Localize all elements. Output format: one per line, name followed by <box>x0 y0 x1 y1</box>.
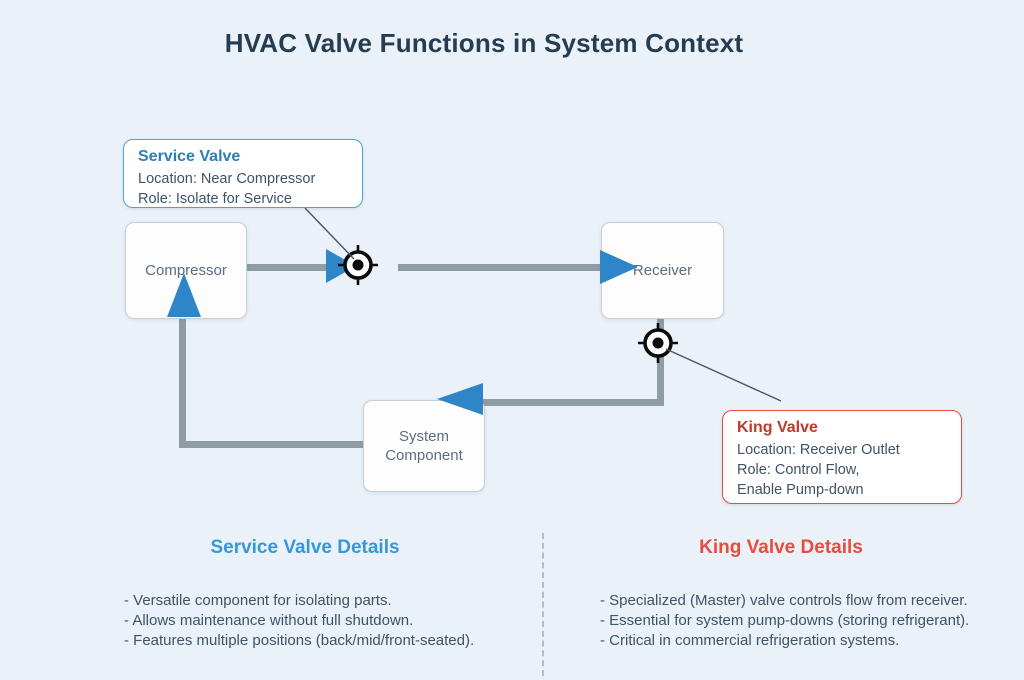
service-valve-details-list: - Versatile component for isolating part… <box>124 591 544 651</box>
service-valve-callout: Service Valve Location: Near Compressor … <box>123 139 363 208</box>
flow-arrow-into-compressor-icon <box>167 273 201 317</box>
king-detail-item: - Critical in commercial refrigeration s… <box>600 632 900 649</box>
pipe-system-component-return <box>179 441 365 448</box>
pipe-to-system-component <box>483 399 664 406</box>
king-valve-role: Role: Control Flow, <box>737 462 860 478</box>
flow-arrow-into-receiver-icon <box>600 250 638 284</box>
flow-arrow-into-system-component-icon <box>437 383 483 415</box>
system-component-label: System Component <box>385 428 463 464</box>
service-valve-crosshair-icon <box>338 245 378 285</box>
service-valve-role: Role: Isolate for Service <box>138 191 292 207</box>
service-detail-item: - Versatile component for isolating part… <box>124 592 392 609</box>
king-valve-role-cont: Enable Pump-down <box>737 482 864 498</box>
king-detail-item: - Essential for system pump-downs (stori… <box>600 612 970 629</box>
king-detail-item: - Specialized (Master) valve controls fl… <box>600 592 968 609</box>
king-valve-callout-title: King Valve <box>737 419 818 436</box>
section-divider <box>542 533 544 676</box>
system-component-node: System Component <box>363 400 485 492</box>
service-valve-details-heading: Service Valve Details <box>210 537 400 558</box>
king-valve-details-list: - Specialized (Master) valve controls fl… <box>600 591 1020 651</box>
king-valve-crosshair-icon <box>638 323 678 363</box>
king-valve-location: Location: Receiver Outlet <box>737 442 900 458</box>
compressor-label: Compressor <box>145 262 227 279</box>
page-title: HVAC Valve Functions in System Context <box>224 28 744 58</box>
king-valve-callout: King Valve Location: Receiver Outlet Rol… <box>722 410 962 504</box>
pipe-service-valve-to-receiver <box>398 264 602 271</box>
service-detail-item: - Features multiple positions (back/mid/… <box>124 632 475 649</box>
pipe-receiver-outlet-down <box>657 315 664 406</box>
king-valve-details-heading: King Valve Details <box>699 537 863 558</box>
receiver-label: Receiver <box>632 262 693 279</box>
pipe-compressor-to-service-valve <box>245 264 330 271</box>
service-detail-item: - Allows maintenance without full shutdo… <box>124 612 414 629</box>
pipe-return-up-to-compressor <box>179 300 186 448</box>
service-valve-callout-title: Service Valve <box>138 148 241 165</box>
service-valve-location: Location: Near Compressor <box>138 171 316 187</box>
